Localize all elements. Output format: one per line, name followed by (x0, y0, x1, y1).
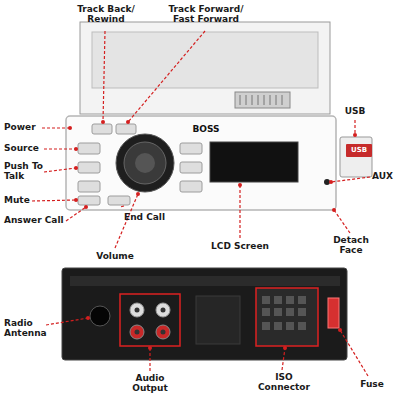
iso-connector (256, 288, 318, 346)
fuse (328, 298, 339, 328)
rca-jack (130, 325, 144, 339)
faceplate (66, 116, 336, 210)
callout-label: End Call (124, 212, 178, 222)
rca-jack (156, 325, 170, 339)
connector-pins (240, 95, 282, 105)
chassis-connector (235, 92, 290, 108)
rca-jack (130, 303, 144, 317)
callout-label: Detach Face (328, 235, 374, 256)
chassis-panel (92, 32, 318, 88)
brand-logo: BOSS (186, 124, 226, 134)
callout-label: Audio Output (120, 373, 180, 394)
rear-block (196, 296, 240, 344)
callout-label: Power (4, 122, 44, 132)
rca-jack (156, 303, 170, 317)
callout-label: Push To Talk (4, 161, 46, 182)
port-label: USB (346, 146, 372, 154)
callout-label: Radio Antenna (4, 318, 46, 339)
callout-label: Volume (88, 251, 142, 261)
usb-panel (340, 137, 372, 177)
volume-knob (116, 134, 174, 192)
usb-port (346, 144, 372, 157)
rear-rib (70, 276, 340, 286)
callout-label: LCD Screen (204, 241, 276, 251)
callout-label: Answer Call (4, 215, 66, 225)
callout-label: USB (338, 106, 372, 116)
leader-lines (32, 31, 370, 376)
iso-pins (262, 296, 306, 330)
knob-cap (135, 153, 155, 173)
antenna-port (90, 306, 110, 326)
callout-label: Mute (4, 195, 34, 205)
callout-label: Source (4, 143, 46, 153)
leader-dots (68, 120, 357, 350)
callout-label: Track Forward/ Fast Forward (160, 4, 252, 25)
knob-center (124, 142, 166, 184)
callout-label: Track Back/ Rewind (68, 4, 144, 25)
callout-label: ISO Connector (252, 372, 316, 393)
rear-chassis (80, 22, 330, 114)
rear-panel (62, 268, 347, 360)
buttons (78, 124, 202, 205)
callout-label: AUX (372, 171, 398, 181)
callout-label: Fuse (352, 379, 392, 389)
audio-output-frame (120, 294, 180, 346)
lcd-screen (210, 142, 298, 182)
